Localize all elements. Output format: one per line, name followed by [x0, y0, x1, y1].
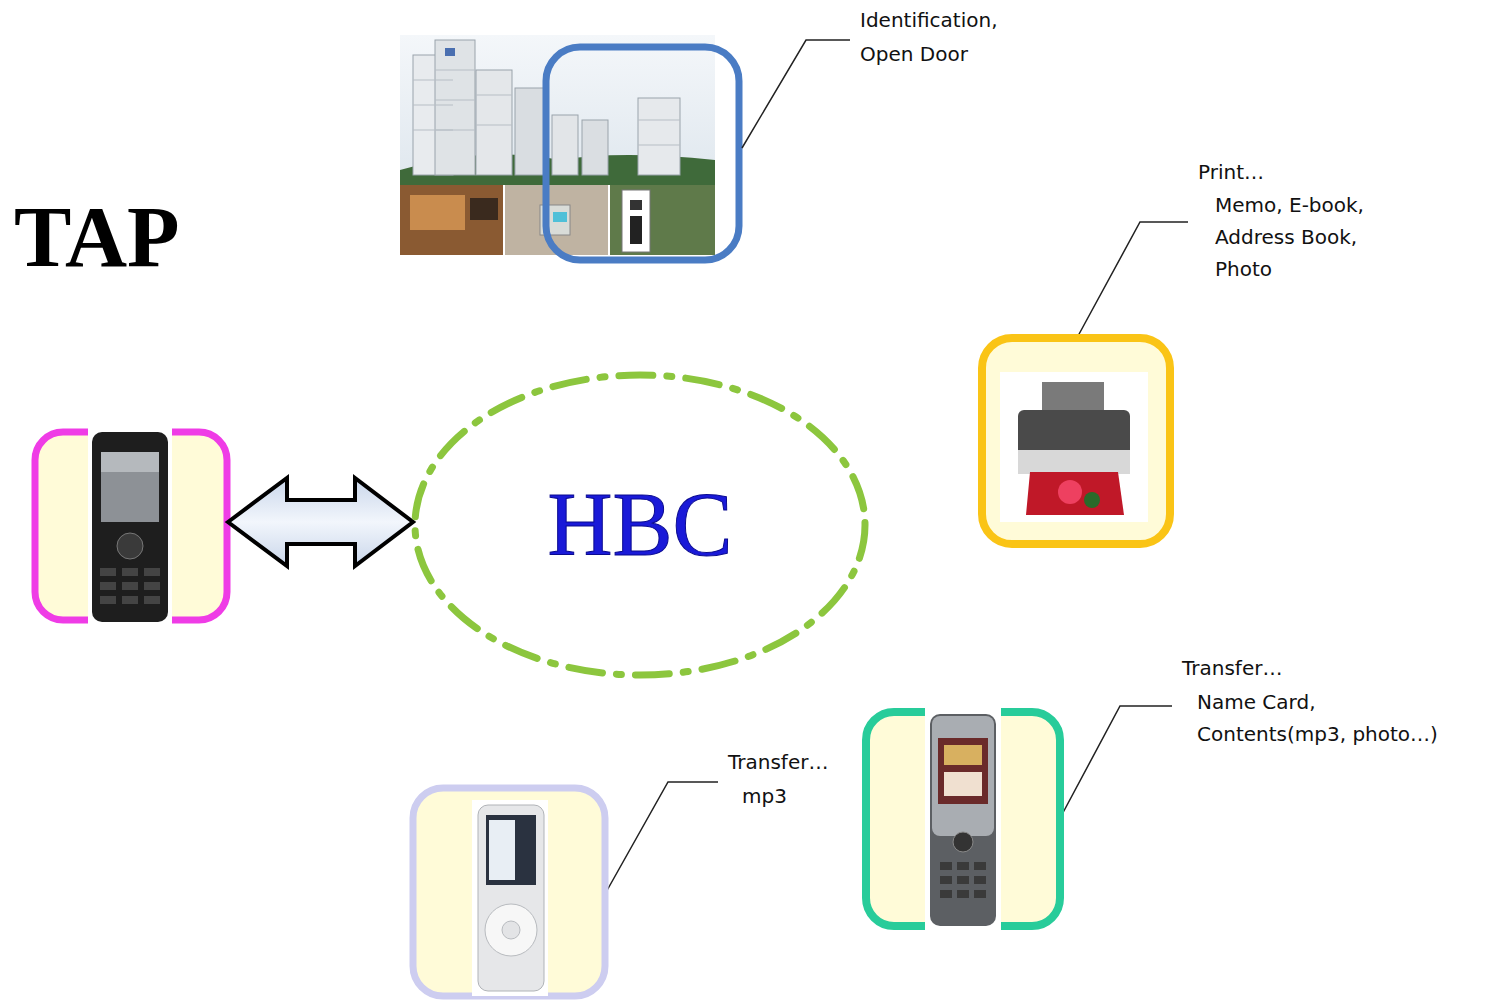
callout-text: Transfer… — [728, 750, 828, 774]
callout-text: Name Card, — [1197, 690, 1316, 714]
ellipse-node: HBC — [410, 370, 870, 680]
callout-text: Photo — [1215, 257, 1272, 281]
callout-text: Identification, — [860, 8, 998, 32]
node-text: HBC — [547, 480, 732, 570]
phone-frame — [866, 708, 1060, 930]
callout-text: Address Book, — [1215, 225, 1357, 249]
callout-text: Contents(mp3, photo…) — [1197, 722, 1438, 746]
callout-text: Memo, E-book, — [1215, 193, 1364, 217]
mp3-player-frame — [413, 788, 605, 996]
phone-frame — [35, 425, 227, 625]
dashed-ellipse — [415, 375, 865, 675]
apartment-photo — [400, 35, 715, 255]
title: TAP — [14, 194, 180, 280]
printer-frame — [982, 338, 1170, 544]
callout-text: Print… — [1198, 160, 1264, 184]
callout-text: mp3 — [742, 784, 787, 808]
callout-text: Transfer… — [1182, 656, 1282, 680]
callout-text: Open Door — [860, 42, 968, 66]
highlight-frame — [546, 47, 739, 260]
double-arrow — [228, 478, 413, 566]
